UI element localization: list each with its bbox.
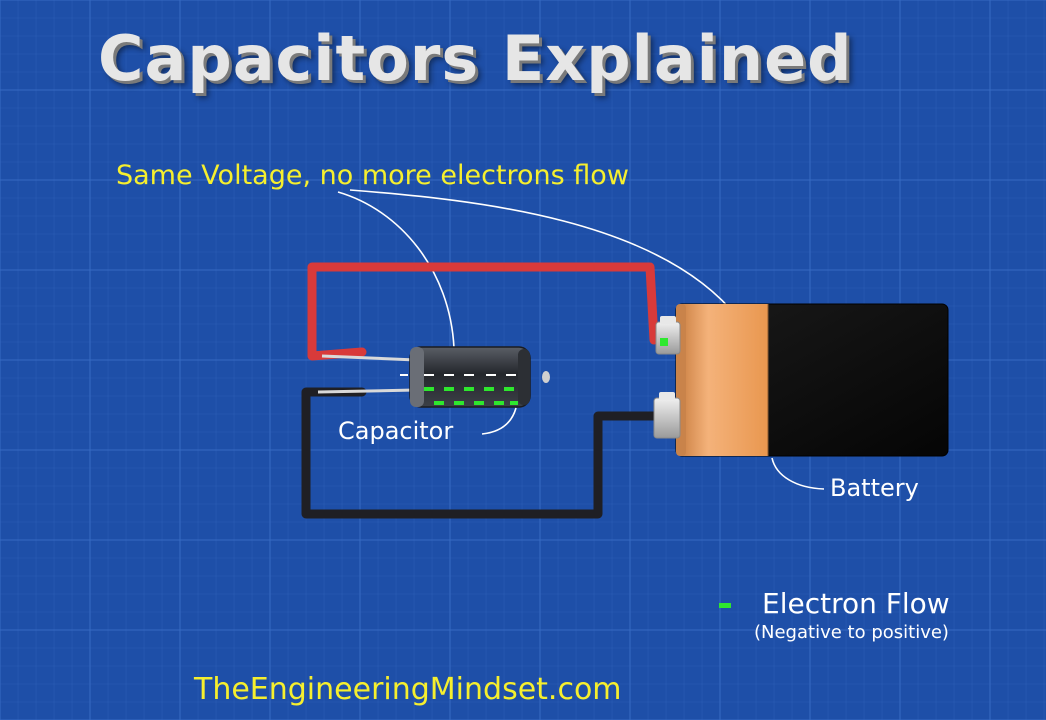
callout-text: Same Voltage, no more electrons flow — [116, 160, 629, 191]
capacitor-label-leader — [481, 407, 517, 435]
battery-label: Battery — [830, 474, 919, 502]
battery-terminal-electron — [660, 338, 668, 346]
battery-positive-terminal — [655, 316, 681, 355]
legend-subtitle: (Negative to positive) — [754, 622, 949, 643]
capacitor — [400, 346, 550, 408]
battery — [653, 303, 949, 457]
positive-wire — [307, 262, 659, 361]
capacitor-lead-top — [321, 354, 417, 362]
battery-label-leader — [771, 457, 825, 490]
callout-leader-to-capacitor — [337, 191, 455, 349]
legend-title: Electron Flow — [762, 587, 950, 620]
electron-flow-legend-swatch — [719, 603, 731, 608]
page-title: Capacitors Explained — [98, 22, 853, 95]
callout-leader-to-battery — [349, 189, 739, 319]
capacitor-electrons — [424, 387, 518, 405]
footer-website: TheEngineeringMindset.com — [194, 672, 622, 707]
capacitor-label: Capacitor — [338, 417, 454, 445]
battery-negative-terminal — [653, 392, 681, 439]
capacitor-lead-bottom — [317, 388, 417, 394]
negative-wire — [301, 387, 669, 519]
